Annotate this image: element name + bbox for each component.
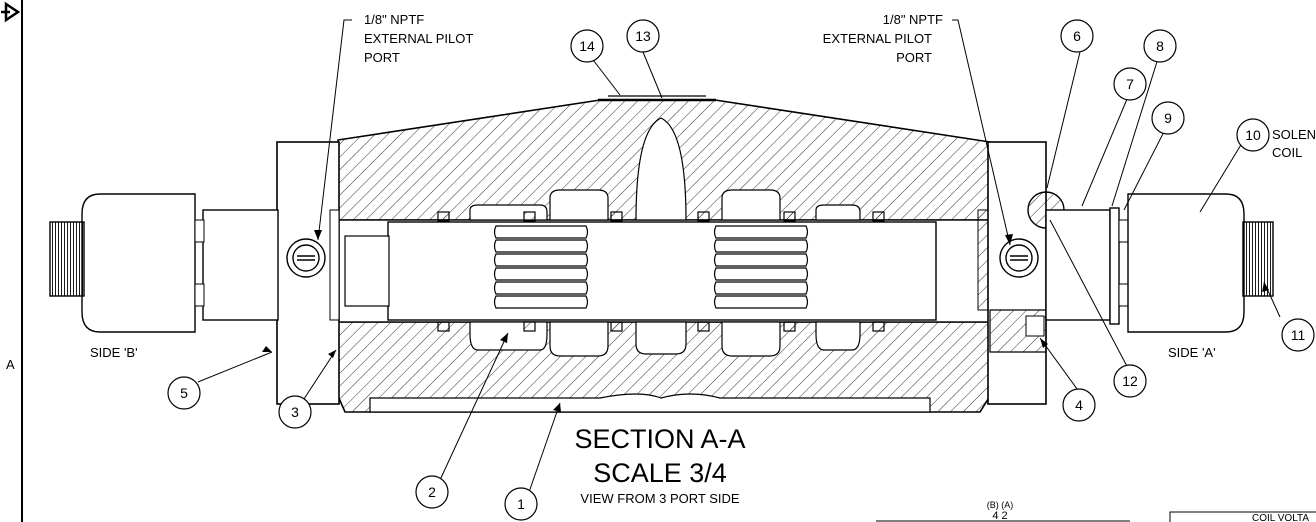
balloon-12: 12 — [1122, 373, 1138, 389]
balloon-5: 5 — [180, 385, 188, 401]
spool-spring-left — [493, 225, 589, 309]
zone-letter: A — [6, 357, 15, 372]
view-arrow-icon — [1, 1, 21, 23]
balloon-13: 13 — [635, 28, 651, 44]
knurled-nut-right-icon — [1242, 221, 1274, 297]
section-title: SECTION A-A — [574, 424, 745, 454]
balloon-7: 7 — [1126, 76, 1134, 92]
pilot-port-right-icon — [999, 238, 1039, 278]
section-view-note: VIEW FROM 3 PORT SIDE — [580, 491, 739, 506]
balloon-6: 6 — [1073, 28, 1081, 44]
pilot-port-left-line1: 1/8" NPTF — [364, 12, 424, 27]
side-a-label: SIDE 'A' — [1168, 345, 1216, 360]
schematic-port-numbers: 4 2 — [992, 510, 1007, 522]
end-cap-right — [987, 141, 1047, 405]
spool-spring-right — [713, 225, 809, 309]
balloon-9: 9 — [1164, 110, 1172, 126]
solenoid-body-right — [1045, 209, 1111, 321]
leader-arrows — [262, 230, 1269, 412]
coil-left — [81, 193, 196, 333]
side-b-label: SIDE 'B' — [90, 345, 138, 360]
knurled-nut-left-icon — [49, 221, 85, 297]
pilot-port-right-line1: 1/8" NPTF — [883, 12, 943, 27]
balloon-2: 2 — [428, 484, 436, 500]
leader-lines — [197, 19, 1281, 496]
o-rings — [437, 211, 885, 332]
pilot-port-left-icon — [286, 238, 326, 278]
balloon-4: 4 — [1075, 397, 1083, 413]
pilot-port-left-line2: EXTERNAL PILOT — [364, 31, 473, 46]
solenoid-label-line1: SOLENOID — [1272, 127, 1316, 142]
spool — [387, 221, 937, 321]
balloon-14: 14 — [579, 38, 595, 54]
pilot-port-right-line2: EXTERNAL PILOT — [823, 31, 932, 46]
coil-table-header: COIL VOLTA — [1252, 513, 1309, 522]
coil-right — [1127, 193, 1245, 333]
balloon-8: 8 — [1156, 38, 1164, 54]
pilot-port-right-line3: PORT — [896, 50, 932, 65]
balloons — [167, 19, 1315, 521]
coil-voltage-table — [1169, 511, 1316, 522]
balloon-11: 11 — [1291, 327, 1306, 343]
schematic-port-letters: (B) (A) — [987, 500, 1014, 510]
solenoid-body-left — [202, 209, 279, 321]
solenoid-label-line2: COIL — [1272, 145, 1302, 160]
balloon-10: 10 — [1245, 127, 1261, 143]
section-scale: SCALE 3/4 — [593, 458, 727, 488]
pilot-port-left-line3: PORT — [364, 50, 400, 65]
balloon-1: 1 — [517, 496, 525, 512]
balloon-3: 3 — [291, 404, 299, 420]
